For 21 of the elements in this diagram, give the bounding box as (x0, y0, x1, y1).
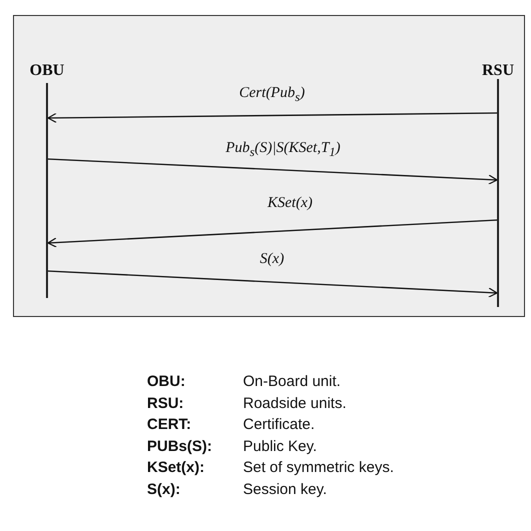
legend-definition: Session key. (243, 481, 327, 499)
legend-term: CERT: (147, 416, 192, 434)
legend-definition: Set of symmetric keys. (243, 459, 394, 478)
participant-name: RSU (480, 62, 515, 80)
message-arrow (46, 158, 498, 185)
participant-lifeline (27, 62, 67, 298)
legend-definition: Certificate. (243, 416, 315, 434)
legend-term: RSU: (147, 394, 184, 413)
message-label: S(x) (258, 250, 286, 268)
legend-definition: Public Key. (243, 438, 317, 456)
message-arrow (47, 219, 498, 248)
participant-name: OBU (28, 62, 66, 80)
message-label: KSet(x) (266, 194, 314, 212)
legend-term: OBU: (147, 373, 186, 391)
legend-term: S(x): (147, 481, 180, 499)
message-arrow (47, 112, 498, 123)
legend-term: PUBs(S): (147, 438, 212, 456)
message-arrow (46, 270, 498, 298)
legend-term: KSet(x): (147, 459, 205, 478)
legend-definition: Roadside units. (243, 394, 346, 413)
legend-definition: On-Board unit. (243, 373, 341, 391)
